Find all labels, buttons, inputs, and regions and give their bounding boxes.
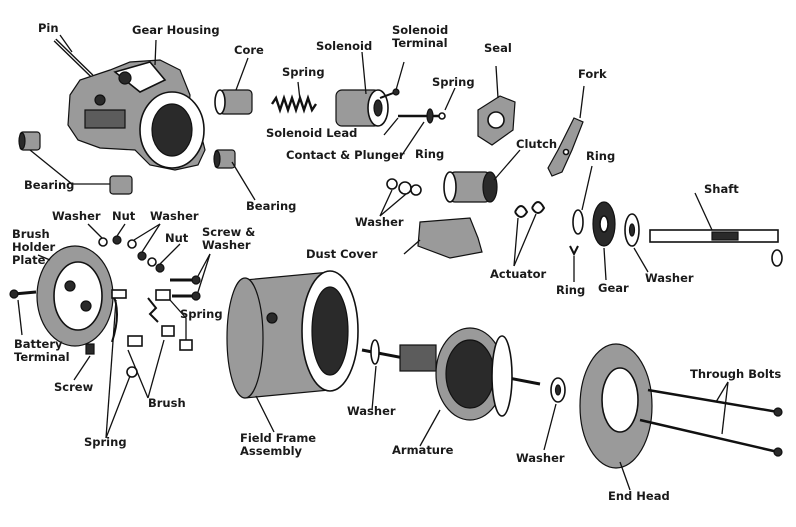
label-solenoid-terminal: Solenoid Terminal <box>392 23 449 50</box>
label-screw-washer: Screw & Washer <box>202 225 256 252</box>
washer-endhead-part <box>550 377 566 403</box>
contact-plunger-part <box>398 108 446 124</box>
label-field-frame-assembly: Field Frame Assembly <box>240 431 317 458</box>
label-ring-right: Ring <box>586 149 616 163</box>
label-shaft: Shaft <box>704 182 739 196</box>
seal-part <box>477 95 516 146</box>
dust-cover-part <box>417 217 483 259</box>
label-washer-shaft: Washer <box>645 271 694 285</box>
leader-lines <box>17 34 729 491</box>
bearing-middle-part <box>109 175 133 195</box>
label-solenoid: Solenoid <box>316 39 373 53</box>
spring-top-part <box>271 94 317 114</box>
label-clutch: Clutch <box>516 137 558 151</box>
screw-part <box>85 343 95 355</box>
end-head-part <box>579 343 653 469</box>
label-washer-brush-1: Washer <box>52 209 101 223</box>
label-spring-plunger: Spring <box>432 75 475 89</box>
label-screw: Screw <box>54 380 94 394</box>
label-spring-top: Spring <box>282 65 325 79</box>
bearing-right-part <box>213 149 236 169</box>
label-washer-clutch: Washer <box>355 215 404 229</box>
armature-part <box>361 327 541 421</box>
label-bearing-left: Bearing <box>24 178 75 192</box>
label-washer-brush-2: Washer <box>150 209 199 223</box>
label-gear: Gear <box>598 281 629 295</box>
field-frame-assembly-part <box>226 270 359 399</box>
label-nut-2: Nut <box>165 231 189 245</box>
label-dust-cover: Dust Cover <box>306 247 378 261</box>
ring-lower-part <box>569 245 579 257</box>
gear-housing-part <box>67 59 206 171</box>
label-through-bolts: Through Bolts <box>690 367 782 381</box>
label-seal: Seal <box>484 41 512 55</box>
label-gear-housing: Gear Housing <box>132 23 220 37</box>
label-spring-bottom: Spring <box>84 435 127 449</box>
label-solenoid-lead: Solenoid Lead <box>266 126 358 140</box>
gear-part <box>592 201 616 247</box>
label-spring-brush: Spring <box>180 307 223 321</box>
label-contact-plunger: Contact & Plunger <box>286 148 405 162</box>
label-ring-lower: Ring <box>556 283 586 297</box>
bearing-left-part <box>18 131 41 151</box>
label-fork: Fork <box>578 67 607 81</box>
ring-right-part <box>572 209 584 235</box>
solenoid-part <box>335 88 400 127</box>
pin-part <box>53 38 94 78</box>
battery-terminal-part <box>9 289 37 299</box>
label-washer-armature: Washer <box>347 404 396 418</box>
clutch-rings-part <box>386 178 422 196</box>
through-bolts-part <box>639 388 783 457</box>
label-nut-1: Nut <box>112 209 136 223</box>
label-pin: Pin <box>38 21 59 35</box>
label-ring-upper: Ring <box>415 147 445 161</box>
brush-washers-nuts-part <box>98 235 165 273</box>
label-core: Core <box>234 43 264 57</box>
fork-part <box>547 117 584 177</box>
washer-shaft-part <box>624 213 640 247</box>
label-armature: Armature <box>392 443 454 457</box>
label-actuator: Actuator <box>490 267 547 281</box>
core-part <box>214 89 253 115</box>
label-battery-terminal: Battery Terminal <box>14 337 70 364</box>
clutch-part <box>443 171 498 203</box>
actuator-part <box>514 201 546 218</box>
label-bearing-right: Bearing <box>246 199 297 213</box>
shaft-part <box>649 229 783 267</box>
label-brush-holder-plate: Brush Holder Plate <box>12 227 56 267</box>
brush-spring-parts <box>111 289 193 378</box>
label-brush: Brush <box>148 396 186 410</box>
screw-washer-part <box>170 275 201 301</box>
label-end-head: End Head <box>608 489 670 503</box>
label-washer-endhead: Washer <box>516 451 565 465</box>
